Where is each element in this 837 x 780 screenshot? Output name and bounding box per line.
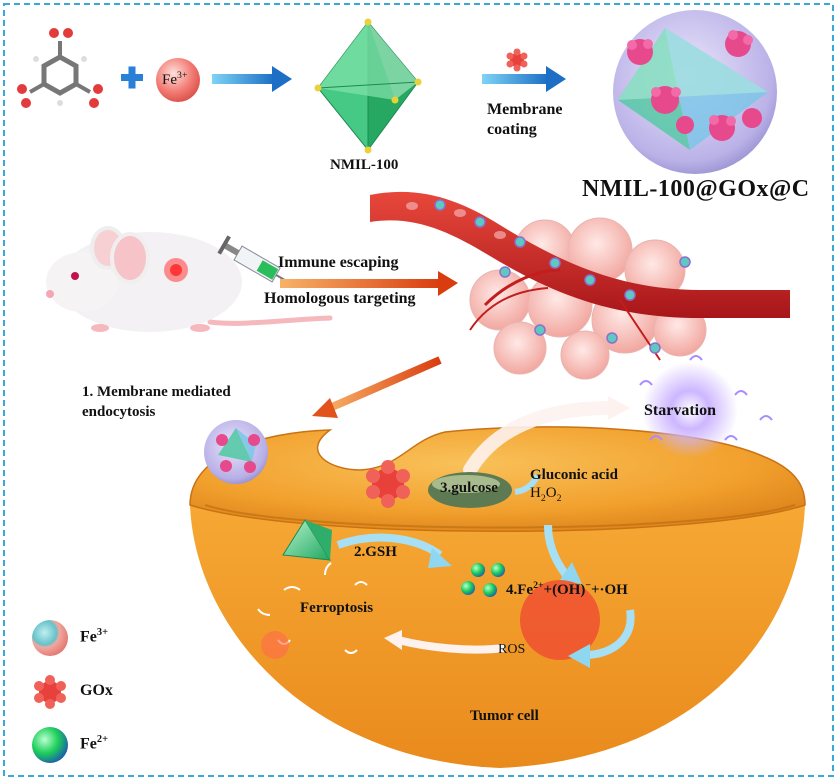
plus-icon <box>121 66 143 89</box>
dashed-border <box>3 3 834 777</box>
immune-escaping-label: Immune escaping <box>278 254 399 271</box>
endocytosis-line1: 1. Membrane mediated <box>82 384 231 400</box>
endocytosis-line2: endocytosis <box>82 404 156 420</box>
glucose-arrow <box>514 473 541 495</box>
membrane-coating-line1: Membrane <box>487 101 563 118</box>
ferroptosis-arrow <box>397 636 506 654</box>
ros-blob-icon <box>520 580 600 660</box>
ferroptosis-arrowhead <box>384 630 402 650</box>
endocytosis-label: 1. Membrane mediated endocytosis <box>82 382 231 422</box>
starvation-glow-icon <box>639 355 773 458</box>
membrane-coating-label: Membrane coating <box>487 100 563 140</box>
ligand-molecule-icon <box>17 28 103 108</box>
starvation-arrowhead <box>608 396 630 420</box>
fe3-ion-icon <box>156 58 200 102</box>
starvation-label: Starvation <box>644 402 716 419</box>
homologous-targeting-label: Homologous targeting <box>264 290 416 307</box>
fenton-reaction-label: 4.Fe2++(OH)−+·OH <box>506 580 628 598</box>
gluconic-acid-label: Gluconic acid H2O2 <box>530 466 618 508</box>
legend-gox-label: GOx <box>80 682 113 699</box>
product-label: NMIL-100@GOx@C <box>582 176 810 202</box>
starvation-arrow <box>463 401 617 477</box>
synthesis-arrow-1 <box>212 66 292 92</box>
gox-small-icon <box>506 48 528 72</box>
ros-label: ROS <box>498 642 526 657</box>
mouse-icon <box>46 226 333 332</box>
product-nanoparticle-icon <box>613 10 777 174</box>
glucose-label: 3.gulcose <box>440 480 498 496</box>
endocytosis-particle-icon <box>204 420 268 484</box>
nmil-octahedron-icon <box>314 18 422 154</box>
nmil-label: NMIL-100 <box>330 157 399 173</box>
ros-arrow <box>584 609 635 659</box>
gluconic-text: Gluconic acid <box>530 467 618 483</box>
synthesis-arrow-2 <box>482 66 566 92</box>
legend-fe2-label: Fe2+ <box>80 734 108 753</box>
blood-vessel-icon <box>370 191 790 361</box>
fe2-ion-cluster-icon <box>461 563 505 597</box>
injection-label: Immune escaping Homologous targeting <box>264 252 416 310</box>
ferroptosis-burst-icon <box>257 562 368 659</box>
h2o2-arrowhead <box>560 562 582 584</box>
ros-arrowhead <box>568 644 590 668</box>
fe3-ion-label: Fe3+ <box>162 70 188 88</box>
gsh-label: 2.GSH <box>354 544 397 560</box>
membrane-coating-line2: coating <box>487 121 537 138</box>
legend-fe3-label: Fe3+ <box>80 627 108 646</box>
tumor-cell-label: Tumor cell <box>470 708 539 724</box>
gox-cell-icon <box>366 460 410 508</box>
legend-fe2-icon <box>32 727 68 763</box>
gsh-arrowhead <box>428 548 452 568</box>
mof-cell-icon <box>282 519 332 561</box>
legend-gox-icon <box>34 675 66 709</box>
ferroptosis-label: Ferroptosis <box>300 600 374 616</box>
syringe-icon <box>217 235 296 287</box>
entry-arrow <box>312 356 442 418</box>
h2o2-text: H2O2 <box>530 485 562 504</box>
legend-fe3-icon <box>32 620 68 656</box>
glucose-capsule-icon <box>428 472 512 508</box>
injection-arrow <box>280 271 458 296</box>
